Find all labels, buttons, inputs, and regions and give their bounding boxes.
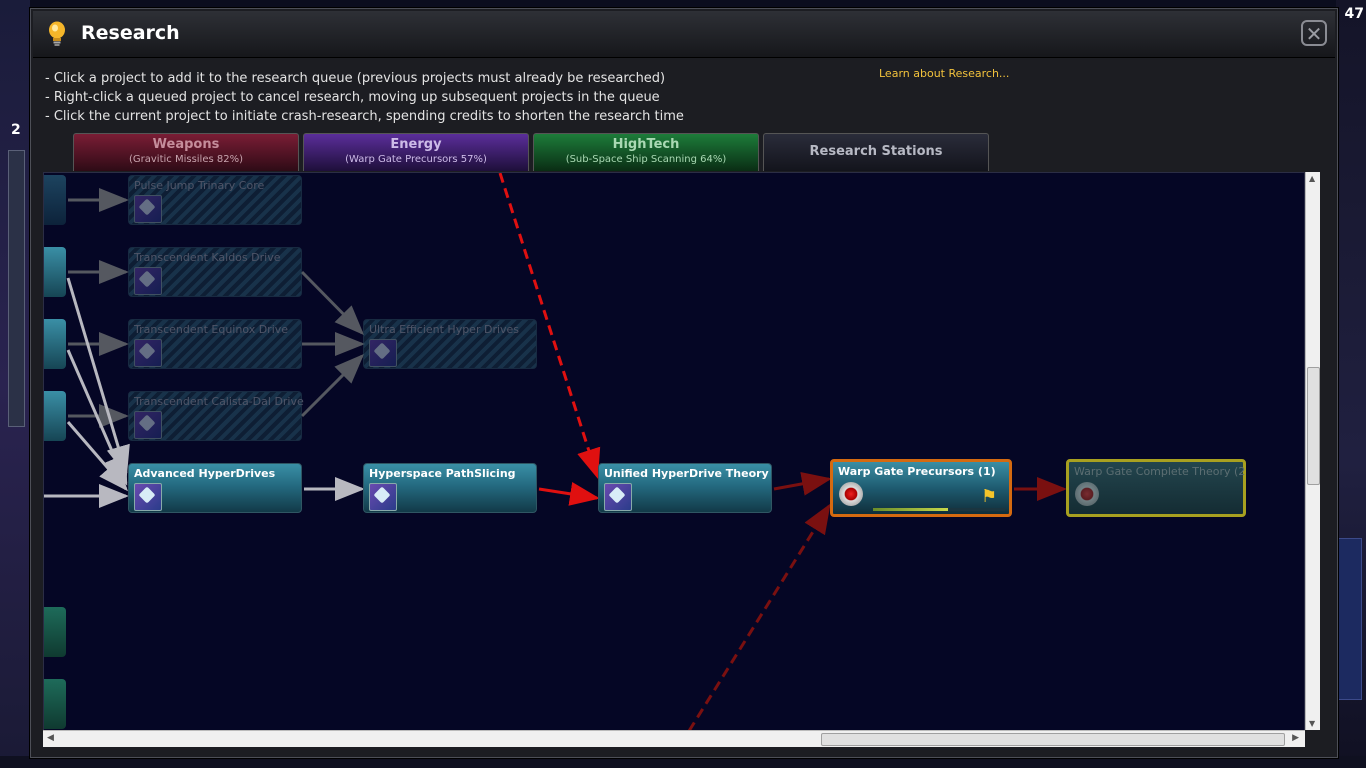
hyperdrive-icon xyxy=(134,339,162,367)
learn-about-research-link[interactable]: Learn about Research... xyxy=(879,67,1010,80)
offscreen-node[interactable] xyxy=(44,607,66,657)
offscreen-node[interactable] xyxy=(44,679,66,729)
instruction-line: - Click a project to add it to the resea… xyxy=(45,71,666,86)
node-warp-gate-precursors[interactable]: Warp Gate Precursors (1) ⚑ xyxy=(830,459,1012,517)
tab-label: Energy xyxy=(390,137,442,152)
research-window: Research ✕ - Click a project to add it t… xyxy=(30,8,1338,758)
scroll-thumb[interactable] xyxy=(821,733,1285,746)
scroll-thumb[interactable] xyxy=(1307,367,1320,485)
game-side-panel xyxy=(1338,538,1362,700)
tab-label: Weapons xyxy=(152,137,220,152)
titlebar: Research ✕ xyxy=(33,11,1335,58)
offscreen-node[interactable] xyxy=(44,247,66,297)
tab-progress: (Warp Gate Precursors 57%) xyxy=(345,154,487,165)
node-pulse-jump-trinary-core[interactable]: Pulse Jump Trinary Core xyxy=(128,175,302,225)
node-transcendent-calista-dal-drive[interactable]: Transcendent Calista-Dal Drive xyxy=(128,391,304,441)
offscreen-node[interactable] xyxy=(44,391,66,441)
hyperdrive-icon xyxy=(369,483,397,511)
node-label: Transcendent Calista-Dal Drive xyxy=(134,395,304,408)
tab-progress: (Sub-Space Ship Scanning 64%) xyxy=(565,154,727,165)
game-background-bottom xyxy=(0,756,1366,768)
red-dot-icon xyxy=(1075,482,1099,506)
hyperdrive-icon xyxy=(134,483,162,511)
game-background-right: 47 xyxy=(1336,0,1366,768)
instructions: - Click a project to add it to the resea… xyxy=(45,69,684,126)
node-unified-hyperdrive-theory[interactable]: Unified HyperDrive Theory xyxy=(598,463,772,513)
tab-label: HighTech xyxy=(612,137,680,152)
node-label: Advanced HyperDrives xyxy=(134,467,276,480)
node-transcendent-kaldos-drive[interactable]: Transcendent Kaldos Drive xyxy=(128,247,302,297)
horizontal-scrollbar[interactable]: ◀ ▶ xyxy=(43,730,1305,747)
crash-research-icon[interactable]: ⚑ xyxy=(981,486,998,507)
offscreen-node[interactable] xyxy=(44,175,66,225)
game-counter-right: 47 xyxy=(1344,6,1364,22)
node-label: Warp Gate Complete Theory (2 xyxy=(1074,465,1246,478)
node-ultra-efficient-hyper-drives[interactable]: Ultra Efficient Hyper Drives xyxy=(363,319,537,369)
tab-label: Research Stations xyxy=(809,144,943,159)
tab-research-stations[interactable]: Research Stations xyxy=(763,133,989,171)
hyperdrive-icon xyxy=(134,411,162,439)
node-transcendent-equinox-drive[interactable]: Transcendent Equinox Drive xyxy=(128,319,302,369)
close-icon[interactable]: ✕ xyxy=(1301,20,1327,46)
hyperdrive-icon xyxy=(369,339,397,367)
game-background-left: 2 xyxy=(0,0,30,768)
tab-energy[interactable]: Energy (Warp Gate Precursors 57%) xyxy=(303,133,529,171)
vertical-scrollbar[interactable]: ▲ ▼ xyxy=(1305,172,1320,730)
research-progress-fill xyxy=(873,508,949,511)
node-label: Unified HyperDrive Theory xyxy=(604,467,769,480)
node-hyperspace-pathslicing[interactable]: Hyperspace PathSlicing xyxy=(363,463,537,513)
lightbulb-icon xyxy=(49,21,65,46)
node-label: Warp Gate Precursors (1) xyxy=(838,465,996,478)
red-dot-icon xyxy=(839,482,863,506)
instruction-line: - Click the current project to initiate … xyxy=(45,109,684,124)
instruction-line: - Right-click a queued project to cancel… xyxy=(45,90,660,105)
scroll-right-icon[interactable]: ▶ xyxy=(1292,733,1299,743)
node-label: Hyperspace PathSlicing xyxy=(369,467,516,480)
node-warp-gate-complete-theory[interactable]: Warp Gate Complete Theory (2 xyxy=(1066,459,1246,517)
offscreen-node[interactable] xyxy=(44,319,66,369)
research-progress-bar xyxy=(873,508,1005,511)
scroll-left-icon[interactable]: ◀ xyxy=(47,733,54,743)
node-label: Ultra Efficient Hyper Drives xyxy=(369,323,520,336)
hyperdrive-icon xyxy=(134,195,162,223)
node-label: Transcendent Kaldos Drive xyxy=(134,251,281,264)
node-label: Transcendent Equinox Drive xyxy=(134,323,289,336)
node-label: Pulse Jump Trinary Core xyxy=(134,179,265,192)
window-title: Research xyxy=(81,22,180,44)
hyperdrive-icon xyxy=(134,267,162,295)
scroll-up-icon[interactable]: ▲ xyxy=(1309,174,1316,183)
node-advanced-hyperdrives[interactable]: Advanced HyperDrives xyxy=(128,463,302,513)
hyperdrive-icon xyxy=(604,483,632,511)
tab-weapons[interactable]: Weapons (Gravitic Missiles 82%) xyxy=(73,133,299,171)
game-counter: 2 xyxy=(11,122,21,138)
dependency-arrows xyxy=(44,173,1067,731)
tab-progress: (Gravitic Missiles 82%) xyxy=(128,154,243,165)
game-side-toolbar[interactable] xyxy=(8,150,25,427)
research-tree-canvas[interactable]: Pulse Jump Trinary Core Transcendent Kal… xyxy=(43,172,1305,732)
scroll-down-icon[interactable]: ▼ xyxy=(1309,719,1316,728)
tab-hightech[interactable]: HighTech (Sub-Space Ship Scanning 64%) xyxy=(533,133,759,171)
